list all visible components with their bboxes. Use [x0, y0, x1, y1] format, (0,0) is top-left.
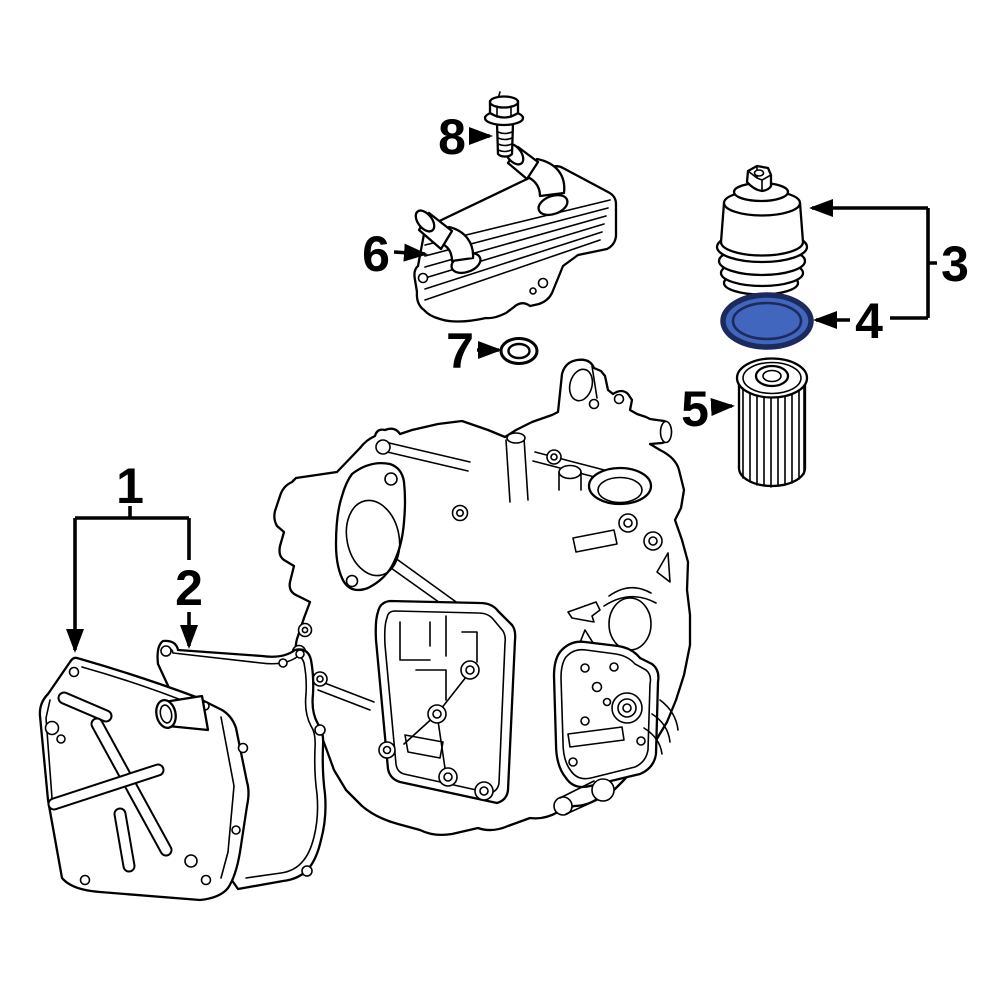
end-cover — [552, 640, 660, 789]
callout-5[interactable]: 5 — [681, 381, 709, 437]
seal-inner-ring — [731, 301, 803, 341]
callout-1[interactable]: 1 — [116, 458, 144, 514]
oil-pan-drawing[interactable] — [38, 656, 250, 902]
callouts: 1 2 3 4 5 6 7 8 — [66, 109, 969, 653]
callout-7[interactable]: 7 — [446, 323, 474, 379]
oil-filter-element-drawing[interactable] — [735, 357, 809, 488]
cooler-bolt-drawing[interactable] — [483, 91, 525, 158]
callout-3[interactable]: 3 — [941, 236, 969, 292]
oil-pan-neck — [155, 694, 210, 732]
transmission-case-drawing[interactable] — [273, 358, 692, 837]
oil-cooler-drawing[interactable] — [412, 140, 618, 323]
cooler-port-right — [503, 142, 569, 217]
case-bolt-bosses — [451, 449, 663, 551]
callout-8[interactable]: 8 — [438, 109, 466, 165]
cap-hex-nut — [745, 164, 773, 193]
filter-housing-cap-drawing[interactable] — [715, 164, 809, 296]
callout-4[interactable]: 4 — [855, 293, 883, 349]
valve-body-plate — [374, 599, 517, 805]
cooler-port-left — [414, 209, 482, 275]
callout-6[interactable]: 6 — [362, 226, 390, 282]
cooler-seal-drawing[interactable] — [499, 337, 539, 365]
callout-2[interactable]: 2 — [175, 560, 203, 616]
filter-cap-seal-highlighted[interactable] — [720, 292, 814, 350]
